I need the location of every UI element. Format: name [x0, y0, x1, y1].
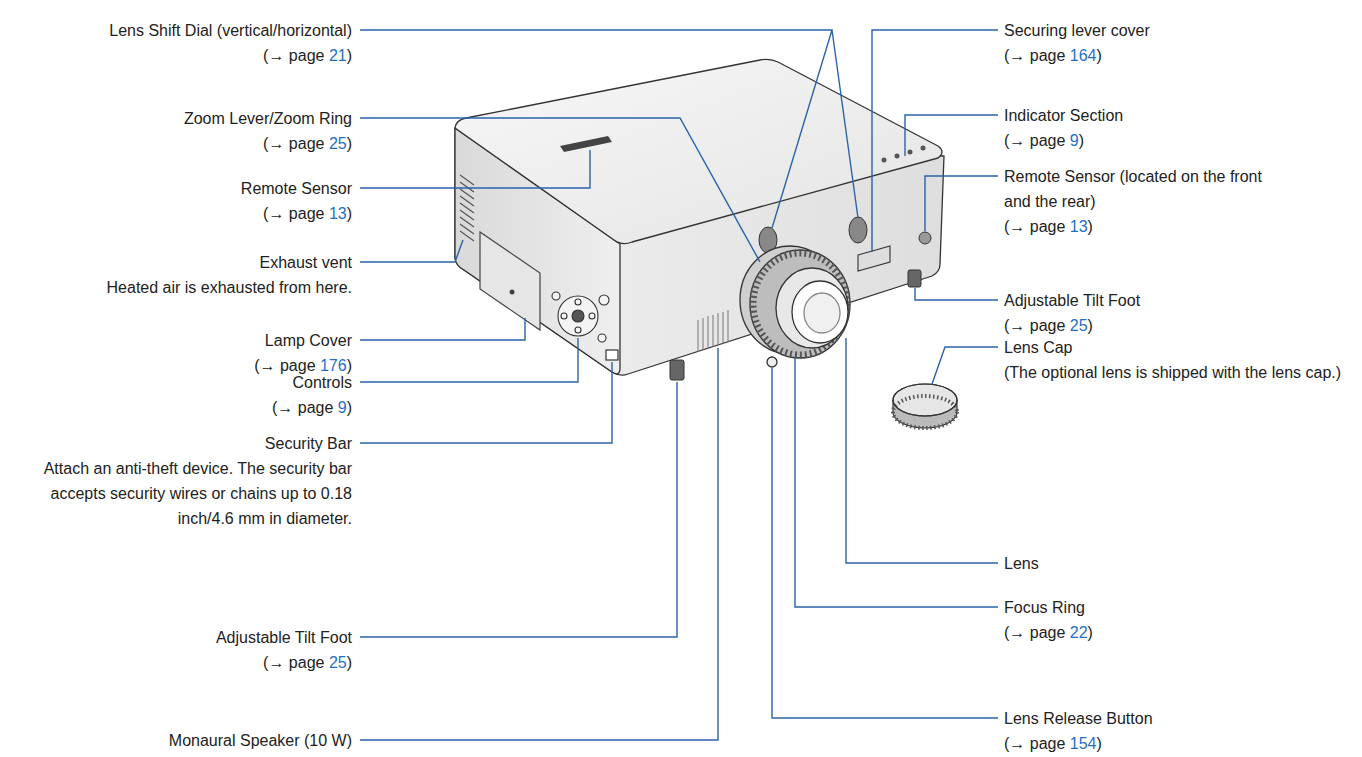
callout-label: Lens Shift Dial (vertical/horizontal) (→… — [109, 18, 352, 68]
callout-label: Remote Sensor (located on the front and … — [1004, 164, 1280, 239]
callout-label: (The optional lens is shipped with the l… — [1004, 360, 1341, 385]
label-line: (→ page 25) — [184, 131, 352, 156]
callout-label: Monaural Speaker (10 W) — [169, 728, 352, 753]
indicator-section — [882, 146, 926, 163]
label-line: Remote Sensor (located on the front and … — [1004, 164, 1280, 214]
label-line: Adjustable Tilt Foot — [216, 625, 352, 650]
label-line: (→ page 25) — [1004, 313, 1140, 338]
callout-label: Security Bar — [265, 431, 352, 456]
label-line: (→ page 13) — [241, 201, 352, 226]
label-line: Zoom Lever/Zoom Ring — [184, 106, 352, 131]
label-line: (→ page 154) — [1004, 731, 1153, 756]
callout-label: Securing lever cover (→ page 164) — [1004, 18, 1150, 68]
callout-label: Attach an anti-theft device. The securit… — [40, 456, 352, 531]
label-line: Indicator Section — [1004, 103, 1123, 128]
label-line: Lamp Cover — [254, 328, 352, 353]
label-line: (→ page 22) — [1004, 620, 1093, 645]
label-line: Focus Ring — [1004, 595, 1093, 620]
label-line: (→ page 25) — [216, 650, 352, 675]
label-line: (→ page 164) — [1004, 43, 1150, 68]
lamp-cover — [480, 232, 540, 330]
security-bar — [606, 350, 618, 360]
top-remote-sensor — [560, 136, 612, 152]
callout-label: Lens — [1004, 551, 1039, 576]
callout-label: Lamp Cover (→ page 176) — [254, 328, 352, 378]
securing-lever-cover — [858, 246, 890, 271]
label-line: Attach an anti-theft device. The securit… — [40, 456, 352, 531]
label-line: Lens Shift Dial (vertical/horizontal) — [109, 18, 352, 43]
lens-assembly — [740, 246, 850, 367]
label-line: Lens — [1004, 551, 1039, 576]
controls — [552, 292, 609, 342]
label-line: (→ page 13) — [1004, 214, 1280, 239]
label-line: Exhaust vent — [260, 250, 353, 275]
label-line: Monaural Speaker (10 W) — [169, 728, 352, 753]
callout-label: Remote Sensor (→ page 13) — [241, 176, 352, 226]
projector-body — [455, 59, 944, 375]
label-line: Security Bar — [265, 431, 352, 456]
label-line: (→ page 9) — [1004, 128, 1123, 153]
callout-label: Adjustable Tilt Foot (→ page 25) — [216, 625, 352, 675]
label-line: Lens Cap — [1004, 335, 1073, 360]
callout-label: Controls (→ page 9) — [272, 370, 352, 420]
callout-label: Focus Ring (→ page 22) — [1004, 595, 1093, 645]
callout-label: Heated air is exhausted from here. — [107, 275, 352, 300]
label-line: Controls — [272, 370, 352, 395]
label-line: (The optional lens is shipped with the l… — [1004, 360, 1341, 385]
front-remote-sensor — [919, 232, 931, 244]
callout-label: Exhaust vent — [260, 250, 353, 275]
label-line: (→ page 21) — [109, 43, 352, 68]
label-line: Securing lever cover — [1004, 18, 1150, 43]
label-line: Remote Sensor — [241, 176, 352, 201]
label-line: Lens Release Button — [1004, 706, 1153, 731]
speaker-grille — [698, 310, 728, 352]
exhaust-vent — [460, 175, 474, 241]
callout-label: Lens Cap — [1004, 335, 1073, 360]
leader-lines — [360, 30, 998, 740]
label-line: Adjustable Tilt Foot — [1004, 288, 1140, 313]
label-line: Heated air is exhausted from here. — [107, 275, 352, 300]
callout-label: Lens Release Button (→ page 154) — [1004, 706, 1153, 756]
callout-label: Zoom Lever/Zoom Ring (→ page 25) — [184, 106, 352, 156]
callout-label: Adjustable Tilt Foot (→ page 25) — [1004, 288, 1140, 338]
callout-label: Indicator Section (→ page 9) — [1004, 103, 1123, 153]
label-line: (→ page 9) — [272, 395, 352, 420]
lens-cap — [893, 384, 957, 428]
